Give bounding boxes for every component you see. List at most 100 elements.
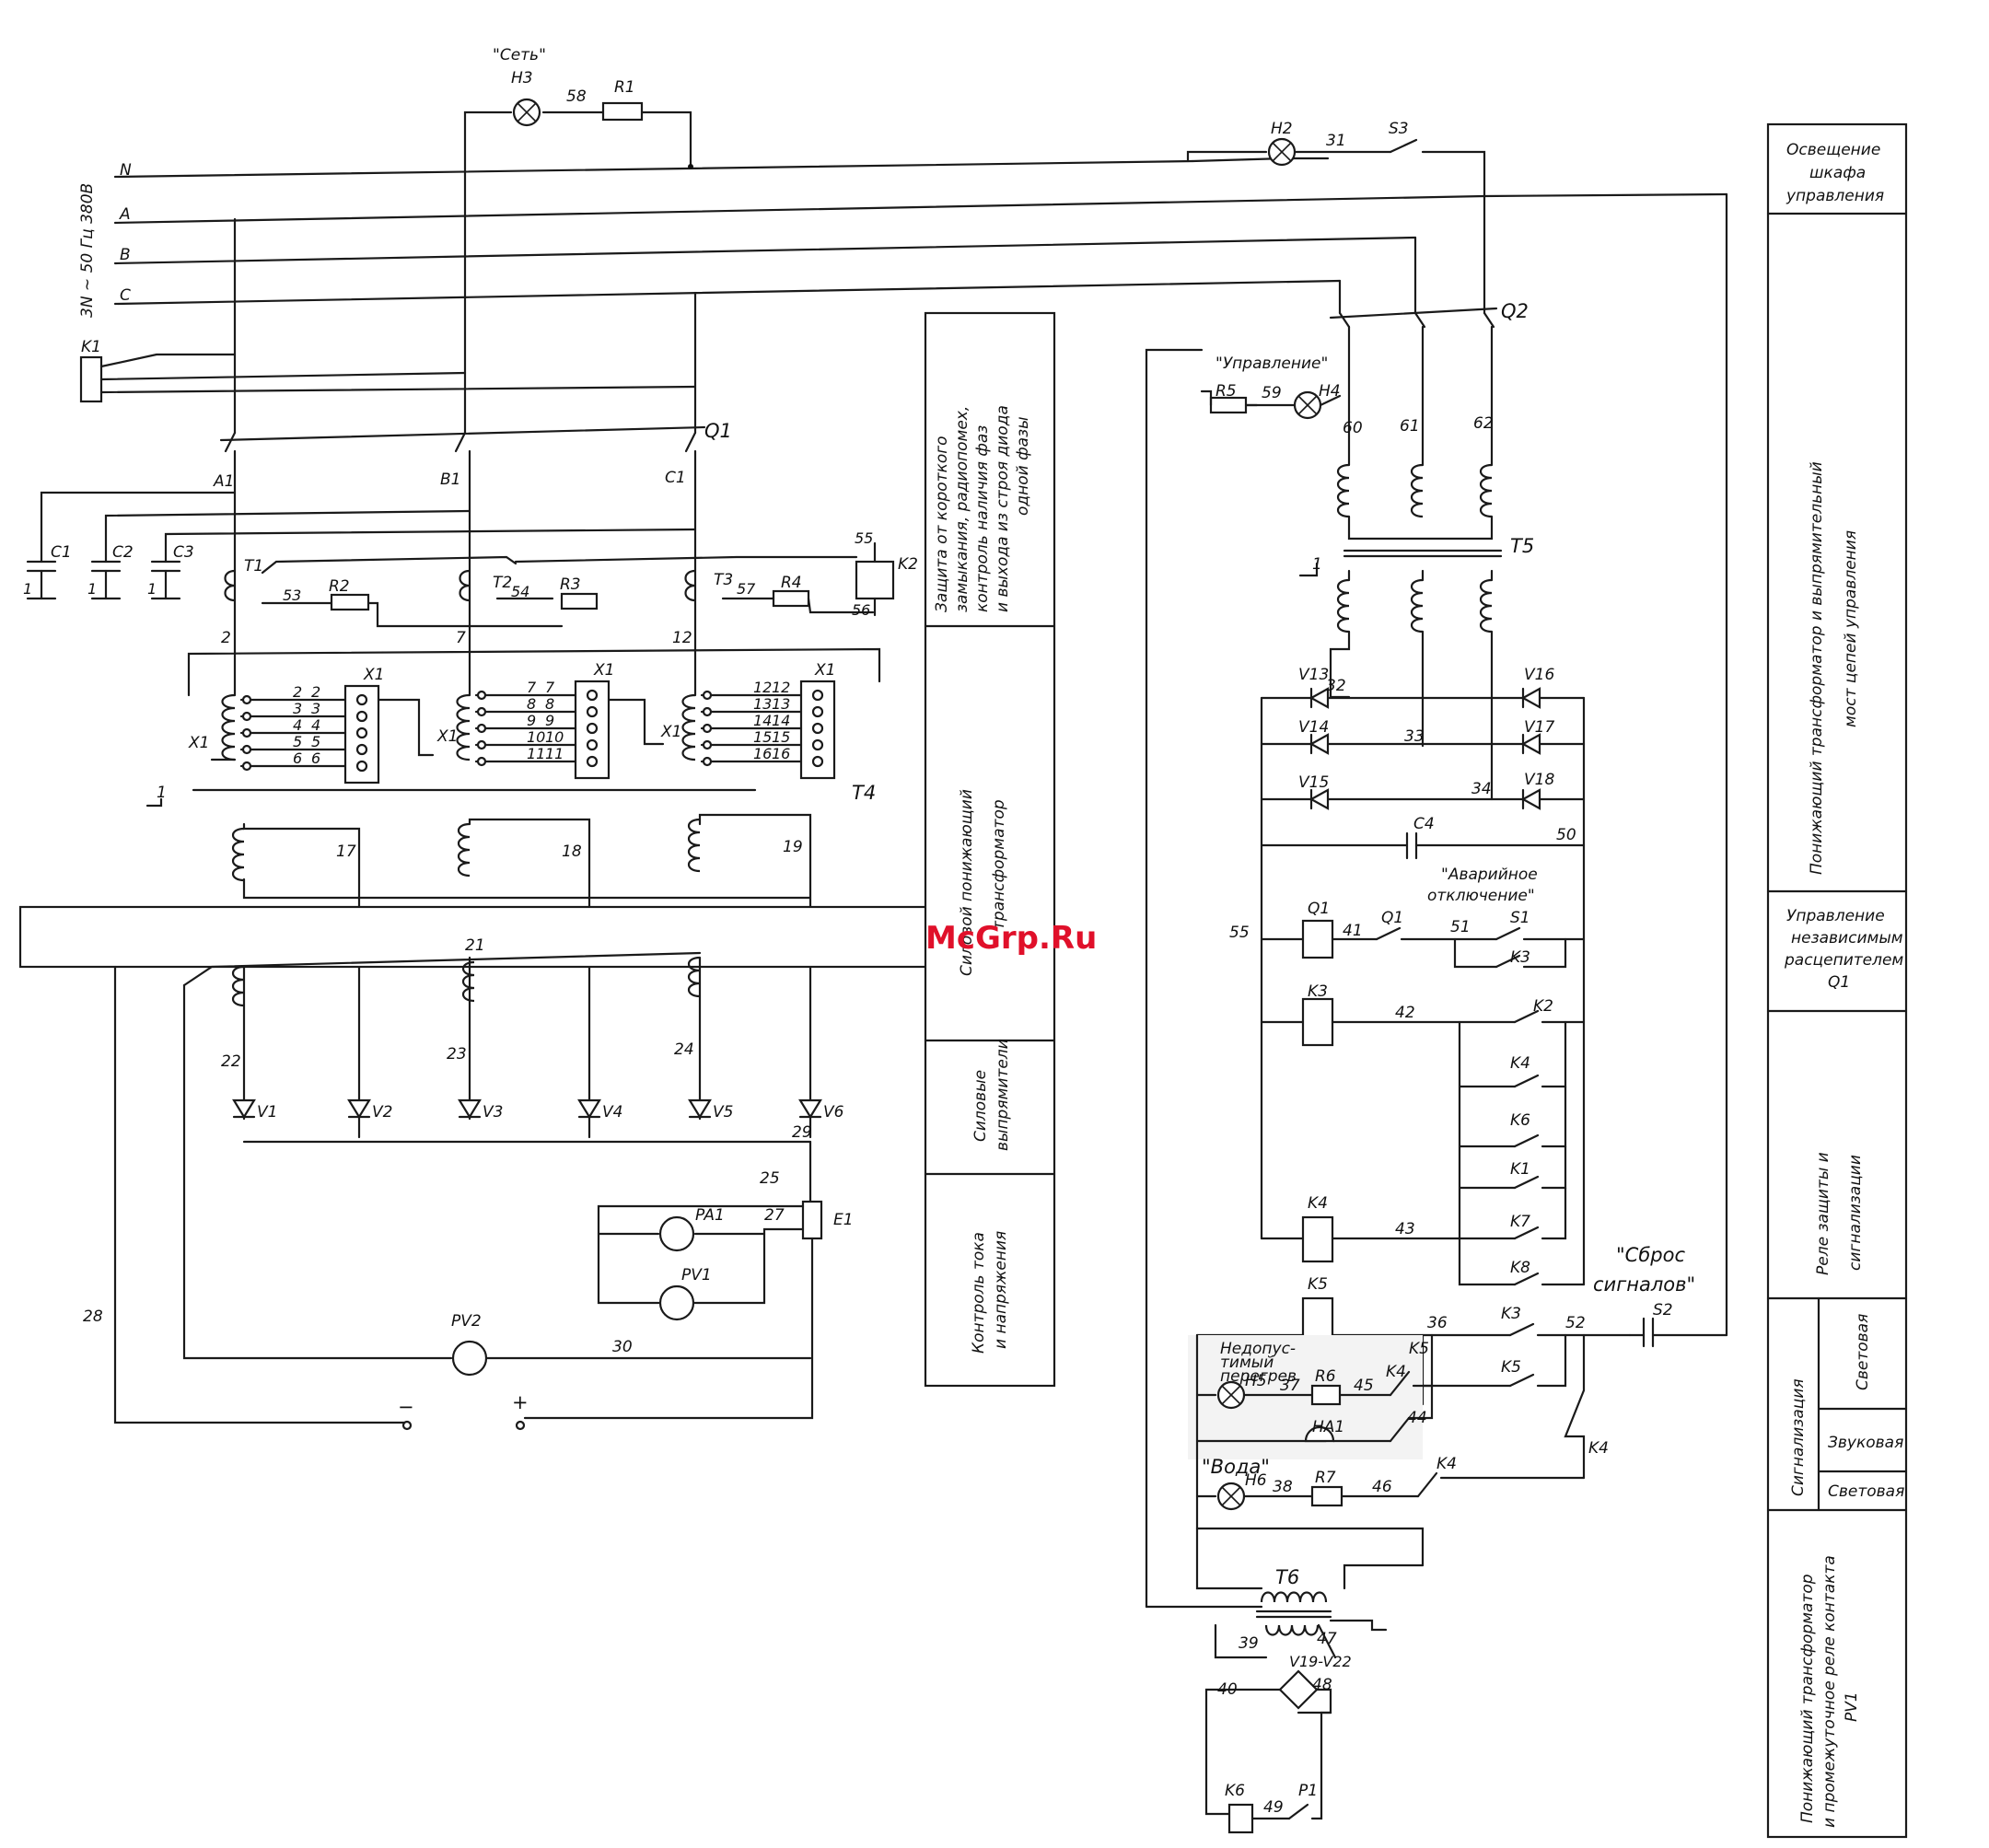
t5-ground-label: 1 bbox=[1312, 555, 1322, 574]
t4-secondary-3-icon bbox=[687, 818, 701, 873]
wire-48-label: 48 bbox=[1312, 1676, 1332, 1694]
wire-23-label: 23 bbox=[447, 1045, 467, 1063]
water-label: "Вода" bbox=[1202, 1456, 1270, 1478]
t1-label: T1 bbox=[244, 557, 263, 575]
rectifiers-line-1: Силовые bbox=[971, 1070, 990, 1142]
tap-label-b-16: 16 bbox=[772, 745, 790, 762]
k5-contact-label: K5 bbox=[1501, 1358, 1521, 1377]
overheat-note-1: Недопус- bbox=[1220, 1340, 1296, 1358]
k5-label: K5 bbox=[1308, 1275, 1328, 1294]
ha1-bell-icon bbox=[1304, 1425, 1335, 1443]
t5-primary-c-icon bbox=[1479, 463, 1493, 518]
emergency-line-2: отключение" bbox=[1427, 887, 1535, 905]
k6-relay-coil bbox=[1227, 1803, 1254, 1834]
protection-line-4: и выхода из строя диода bbox=[994, 405, 1012, 612]
overheat-note-2: тимый bbox=[1220, 1354, 1274, 1372]
watermark: McGrp.Ru bbox=[925, 920, 1097, 957]
minus-terminal bbox=[401, 1420, 413, 1431]
v19-label: V19-V22 bbox=[1289, 1653, 1352, 1670]
cabinet-lighting-circuit: H2 31 S3 bbox=[1186, 120, 1486, 198]
t6-primary-icon bbox=[1260, 1591, 1328, 1603]
h6-label: H6 bbox=[1245, 1471, 1267, 1490]
k3-contact-label: K3 bbox=[1510, 948, 1530, 967]
transformer-line-1: Понижающий трансформатор и выпрямительны… bbox=[1808, 461, 1826, 875]
wire-62-label: 62 bbox=[1473, 414, 1494, 433]
diode-v6-icon bbox=[798, 1098, 822, 1120]
diode-v3-label: V3 bbox=[483, 1103, 503, 1122]
t3-coil-icon bbox=[684, 569, 696, 602]
transformer-line-2: мост цепей управления bbox=[1842, 530, 1860, 727]
wire-30-label: 30 bbox=[612, 1338, 633, 1356]
s2-label: S2 bbox=[1653, 1301, 1673, 1319]
wire-21-label: 21 bbox=[465, 936, 485, 955]
r4-label: R4 bbox=[781, 574, 802, 592]
t2-coil-icon bbox=[459, 569, 471, 602]
t4-primary-3-icon bbox=[681, 693, 696, 761]
wire-40-label: 40 bbox=[1217, 1680, 1238, 1699]
right-description-panel: Освещение шкафа управления Понижающий тр… bbox=[1766, 122, 1908, 1839]
bridge-diode-16-icon bbox=[1520, 687, 1541, 709]
capacitor-c3 bbox=[150, 560, 181, 600]
wire-27-label: 27 bbox=[764, 1206, 785, 1225]
h3-label: H3 bbox=[511, 69, 533, 87]
input-section: K1 Q1 A1 B1 C1 C bbox=[23, 173, 732, 697]
k4-b-contact-label: K4 bbox=[1386, 1363, 1406, 1381]
v14-label: V14 bbox=[1298, 718, 1329, 737]
e1-label: E1 bbox=[833, 1211, 854, 1229]
wire-51-label: 51 bbox=[1450, 918, 1471, 936]
k6-label: K6 bbox=[1225, 1782, 1245, 1800]
wire-49-label: 49 bbox=[1263, 1798, 1284, 1817]
protection-line-1: Защита от короткого bbox=[933, 436, 951, 612]
power-transformer-line-2: трансформатор bbox=[990, 799, 1008, 930]
tap-label-13: 13 bbox=[753, 695, 772, 713]
t5-primary-b-icon bbox=[1410, 463, 1424, 518]
reset-line-2: сигналов" bbox=[1593, 1273, 1695, 1296]
b1-label: B1 bbox=[440, 471, 460, 489]
release-line-2: независимым bbox=[1791, 929, 1903, 947]
v15-label: V15 bbox=[1298, 773, 1329, 792]
pv2-voltmeter-icon bbox=[451, 1340, 488, 1377]
wire-53-label: 53 bbox=[283, 587, 301, 604]
t5-secondary-b-icon bbox=[1410, 578, 1424, 633]
tap-label-9: 9 bbox=[527, 712, 536, 729]
t4-secondary-1-icon bbox=[231, 827, 245, 882]
tap-label-b-7: 7 bbox=[545, 679, 555, 696]
diode-v6-label: V6 bbox=[823, 1103, 844, 1122]
bridge-diode-18-icon bbox=[1520, 788, 1541, 810]
ground-1-label: 1 bbox=[23, 580, 32, 598]
diode-v1-icon bbox=[232, 1098, 256, 1120]
k3-label: K3 bbox=[1308, 982, 1328, 1001]
wire-7-label: 7 bbox=[456, 629, 466, 647]
wire-12-label: 12 bbox=[672, 629, 692, 647]
wire-59-label: 59 bbox=[1262, 384, 1282, 402]
light-1-label: Световая bbox=[1854, 1314, 1872, 1390]
h4-label: H4 bbox=[1319, 382, 1341, 401]
lighting-line-2: шкафа bbox=[1809, 164, 1866, 182]
x1-right-label: X1 bbox=[660, 723, 681, 741]
p1-label: P1 bbox=[1298, 1782, 1318, 1800]
tap-label-b-13: 13 bbox=[772, 695, 790, 713]
tap-label-16: 16 bbox=[753, 745, 772, 762]
x1-block-1-label: X1 bbox=[363, 666, 384, 684]
h2-label: H2 bbox=[1271, 120, 1293, 138]
k1-label: K1 bbox=[81, 338, 101, 356]
t2-label: T2 bbox=[493, 574, 512, 592]
wire-39-label: 39 bbox=[1239, 1634, 1259, 1653]
wire-55-label: 55 bbox=[855, 529, 873, 547]
v17-label: V17 bbox=[1524, 718, 1554, 737]
network-lamp-label: "Сеть" bbox=[493, 46, 546, 64]
wire-25-label: 25 bbox=[760, 1169, 780, 1188]
cap-c3-label: C3 bbox=[173, 543, 194, 562]
control-line-2: и напряжения bbox=[992, 1231, 1010, 1349]
t4-label: T4 bbox=[852, 782, 876, 804]
release-line-3: расцепителем bbox=[1784, 951, 1903, 970]
t4-secondary-6-icon bbox=[687, 956, 701, 998]
tap-label-b-5: 5 bbox=[311, 733, 320, 750]
e1-shunt bbox=[801, 1200, 823, 1240]
wire-44-label: 44 bbox=[1407, 1409, 1427, 1427]
supply-buses: 3N ~ 50 Гц 380В N A B C bbox=[78, 157, 1728, 1337]
tap-label-b-10: 10 bbox=[545, 728, 564, 746]
bridge-diode-13-icon bbox=[1309, 687, 1330, 709]
r7-label: R7 bbox=[1315, 1469, 1336, 1487]
